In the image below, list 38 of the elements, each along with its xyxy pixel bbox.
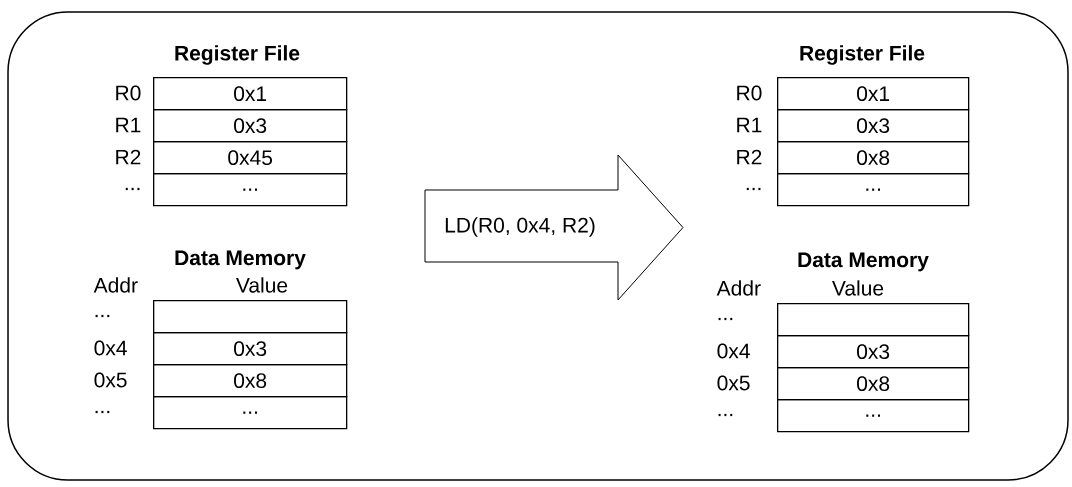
table-cell: ... [153,173,348,207]
table-cell: 0x3 [153,332,348,366]
row-label: R1 [737,117,762,133]
row-label: 0x5 [94,372,127,388]
row-label: R2 [116,149,141,165]
table-cell: 0x8 [777,141,970,175]
column-header: Addr [93,277,138,293]
table-heading: Register File [800,45,925,65]
table-cell: 0x8 [153,364,348,398]
row-label: R2 [737,149,762,165]
column-header: Value [832,280,884,296]
row-label: ... [718,317,733,321]
table-cell: 0x45 [153,141,348,175]
row-label: ... [95,410,110,414]
table-cell: ... [153,396,348,430]
row-label: ... [746,187,761,191]
table-cell: 0x3 [777,109,970,143]
column-header: Value [236,277,288,293]
table-cell: 0x3 [153,109,348,143]
row-label: ... [718,413,733,417]
row-label: 0x4 [94,340,127,356]
table-heading: Data Memory [798,252,929,272]
table-heading: Data Memory [175,250,306,270]
table-cell: 0x3 [777,335,970,369]
row-label: ... [125,187,140,191]
table-cell: ... [777,173,970,207]
column-header: Addr [716,280,761,296]
table-cell: 0x1 [777,77,970,111]
row-label: R0 [116,85,141,101]
row-label: 0x5 [717,375,750,391]
row-label: R0 [737,85,762,101]
table-cell: 0x1 [153,77,348,111]
table-cell: 0x8 [777,367,970,401]
table-heading: Register File [175,45,300,65]
row-label: ... [95,314,110,318]
row-label: 0x4 [717,343,750,359]
row-label: R1 [116,117,141,133]
table-cell: ... [777,399,970,433]
